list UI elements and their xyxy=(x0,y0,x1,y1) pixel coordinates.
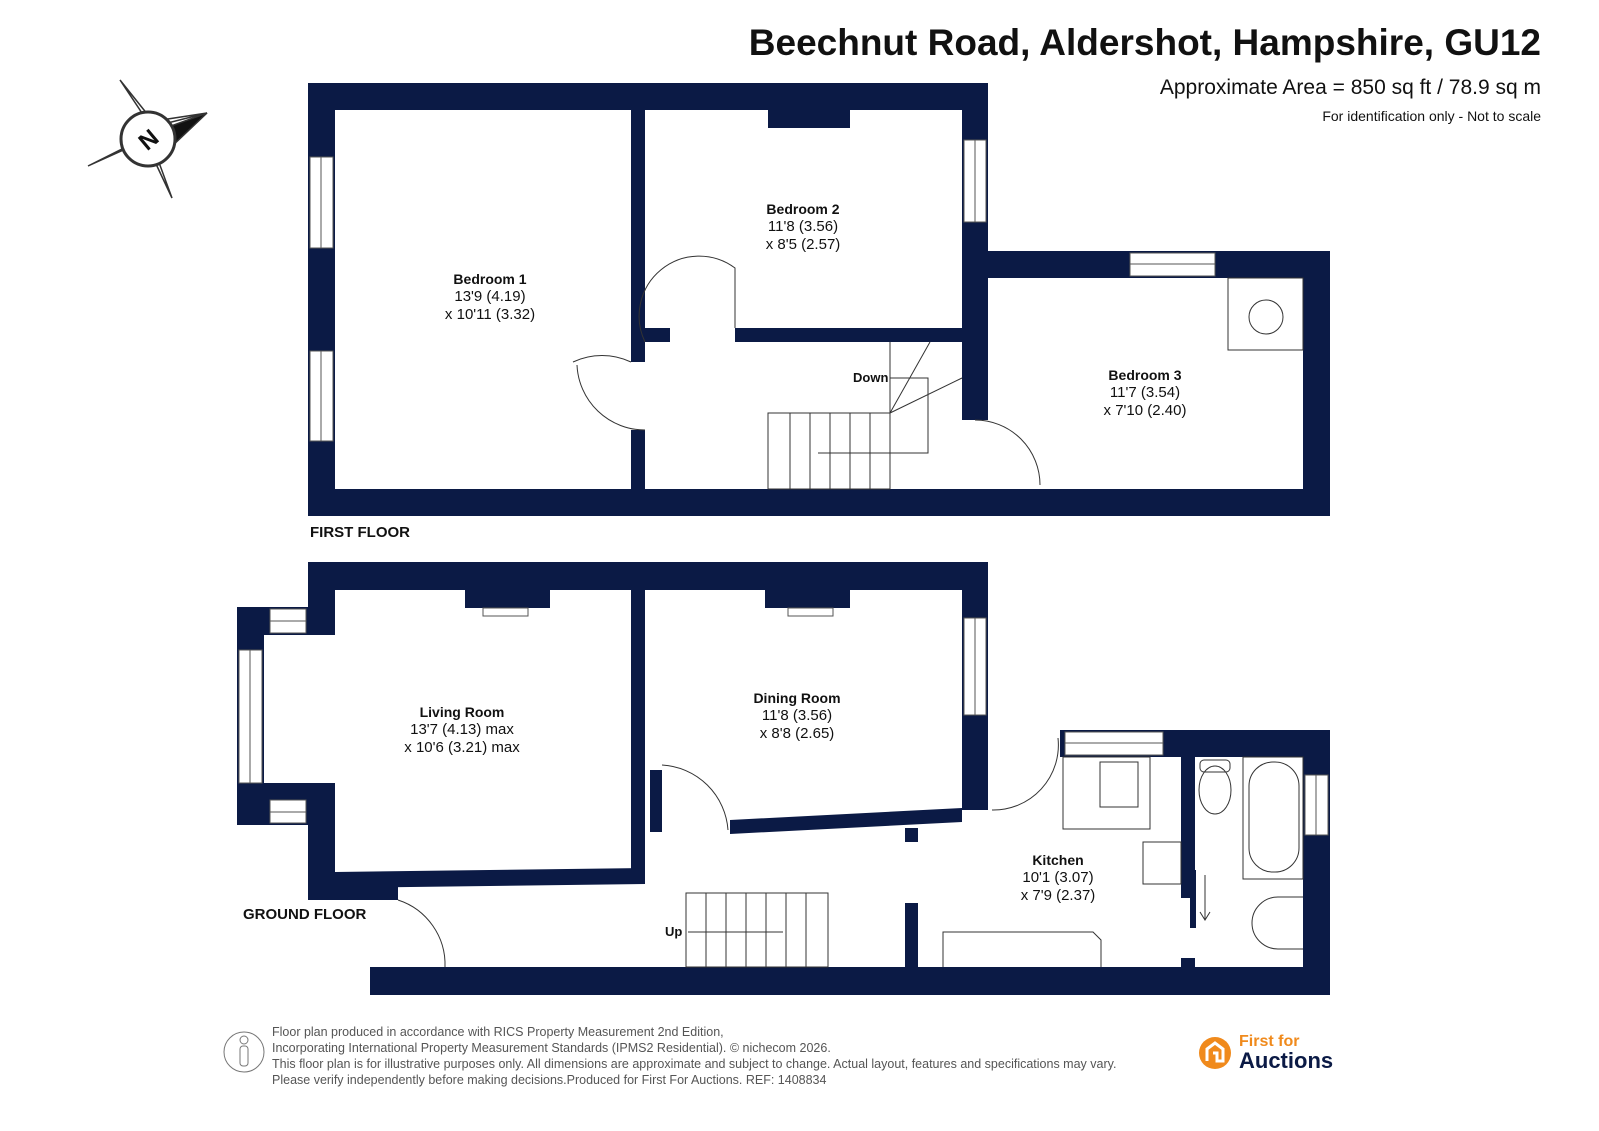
room-dim: 10'1 (3.07) xyxy=(1022,869,1094,886)
page-title: Beechnut Road, Aldershot, Hampshire, GU1… xyxy=(748,22,1541,63)
identification-note: For identification only - Not to scale xyxy=(1322,108,1541,124)
room-dim: x 10'6 (3.21) max xyxy=(404,739,520,756)
ground-floor-fixtures xyxy=(397,737,1304,968)
room-dim: 11'8 (3.56) xyxy=(761,707,833,724)
stairs-up-label: Up xyxy=(665,924,683,939)
logo-text-1: First for xyxy=(1239,1033,1300,1050)
compass-icon: N xyxy=(87,79,208,199)
room-dim: 13'7 (4.13) max xyxy=(410,721,514,738)
ground-floor-windows xyxy=(238,607,1329,836)
room-dim: 11'7 (3.54) xyxy=(1109,384,1181,401)
room-name: Bedroom 2 xyxy=(766,201,840,217)
footer-line: Floor plan produced in accordance with R… xyxy=(272,1025,724,1039)
footer-line: This floor plan is for illustrative purp… xyxy=(272,1057,1117,1071)
room-dim: 13'9 (4.19) xyxy=(454,288,526,305)
logo-text-2: Auctions xyxy=(1239,1048,1334,1073)
room-name: Bedroom 1 xyxy=(453,271,527,287)
ground-floor-label: GROUND FLOOR xyxy=(243,906,367,923)
first-floor-windows xyxy=(309,139,1216,442)
room-dim: 11'8 (3.56) xyxy=(767,218,839,235)
footer-line: Please verify independently before makin… xyxy=(272,1073,827,1087)
room-dim: x 7'9 (2.37) xyxy=(1020,887,1096,904)
stairs-down-label: Down xyxy=(853,370,889,385)
footer-line: Incorporating International Property Mea… xyxy=(272,1041,831,1055)
logo-icon xyxy=(1199,1037,1231,1069)
room-name: Kitchen xyxy=(1032,852,1084,868)
approximate-area: Approximate Area = 850 sq ft / 78.9 sq m xyxy=(1159,76,1541,99)
room-dim: x 10'11 (3.32) xyxy=(444,306,536,323)
room-dim: x 8'5 (2.57) xyxy=(765,236,841,253)
room-dim: x 7'10 (2.40) xyxy=(1103,402,1187,419)
ground-floor-walls xyxy=(237,562,1330,995)
room-dim: x 8'8 (2.65) xyxy=(759,725,835,742)
room-name: Dining Room xyxy=(753,690,841,706)
person-scale-icon xyxy=(223,1031,265,1073)
first-floor-fixtures xyxy=(572,255,1304,490)
first-floor-label: FIRST FLOOR xyxy=(310,524,410,541)
room-name: Bedroom 3 xyxy=(1108,367,1182,383)
room-name: Living Room xyxy=(419,704,505,720)
footer-disclaimer: Floor plan produced in accordance with R… xyxy=(272,1024,1116,1088)
